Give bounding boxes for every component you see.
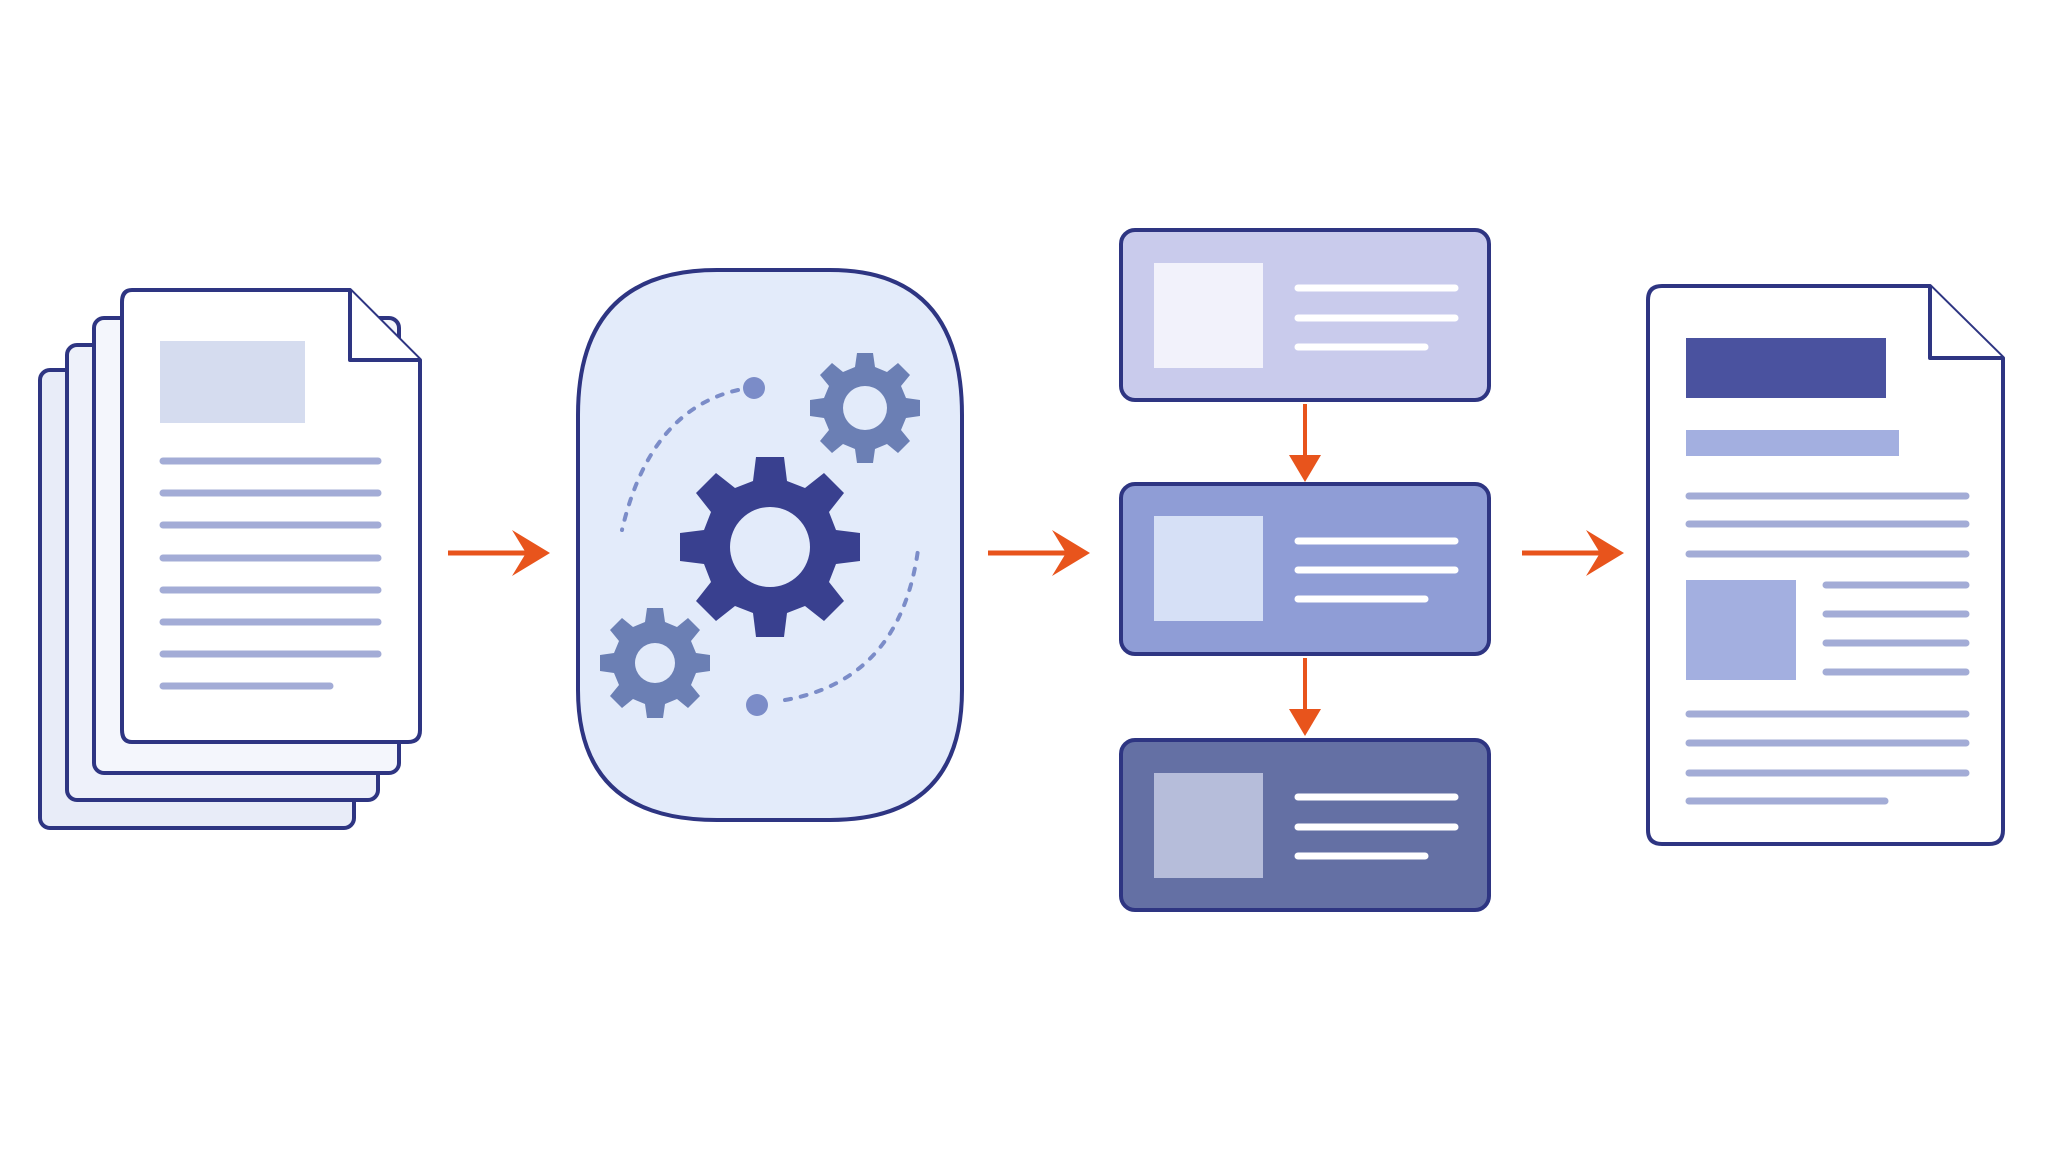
document-text-lines: [159, 457, 382, 690]
flow-arrow-1: [448, 530, 550, 576]
gear-small-bottom-icon: [600, 608, 710, 718]
output-figure-caption-lines: [1822, 581, 1970, 676]
content-block-2: [1119, 482, 1491, 656]
gear-small-top-icon: [810, 353, 920, 463]
content-block-3: [1119, 738, 1491, 912]
output-document: [1646, 284, 2005, 846]
document-front: [120, 288, 422, 744]
block-arrow-2: [1289, 658, 1321, 736]
gear-large-icon: [680, 457, 860, 637]
processing-engine: [576, 268, 964, 822]
document-image-placeholder: [160, 341, 305, 423]
output-heading-bar: [1686, 338, 1886, 398]
output-figure-block: [1686, 580, 1796, 680]
flow-arrow-2: [988, 530, 1090, 576]
content-block-1: [1119, 228, 1491, 402]
output-text-lines-bottom: [1685, 710, 1970, 805]
block-1-thumbnail: [1154, 263, 1263, 368]
flow-arrow-3: [1522, 530, 1624, 576]
orbit-dots: [620, 377, 920, 716]
block-arrow-1: [1289, 404, 1321, 482]
input-documents-stack: [38, 288, 422, 830]
structured-content-blocks: [1119, 228, 1491, 912]
output-subheading-bar: [1686, 430, 1899, 456]
block-2-thumbnail: [1154, 516, 1263, 621]
block-3-thumbnail: [1154, 773, 1263, 878]
output-text-lines-top: [1685, 492, 1970, 558]
